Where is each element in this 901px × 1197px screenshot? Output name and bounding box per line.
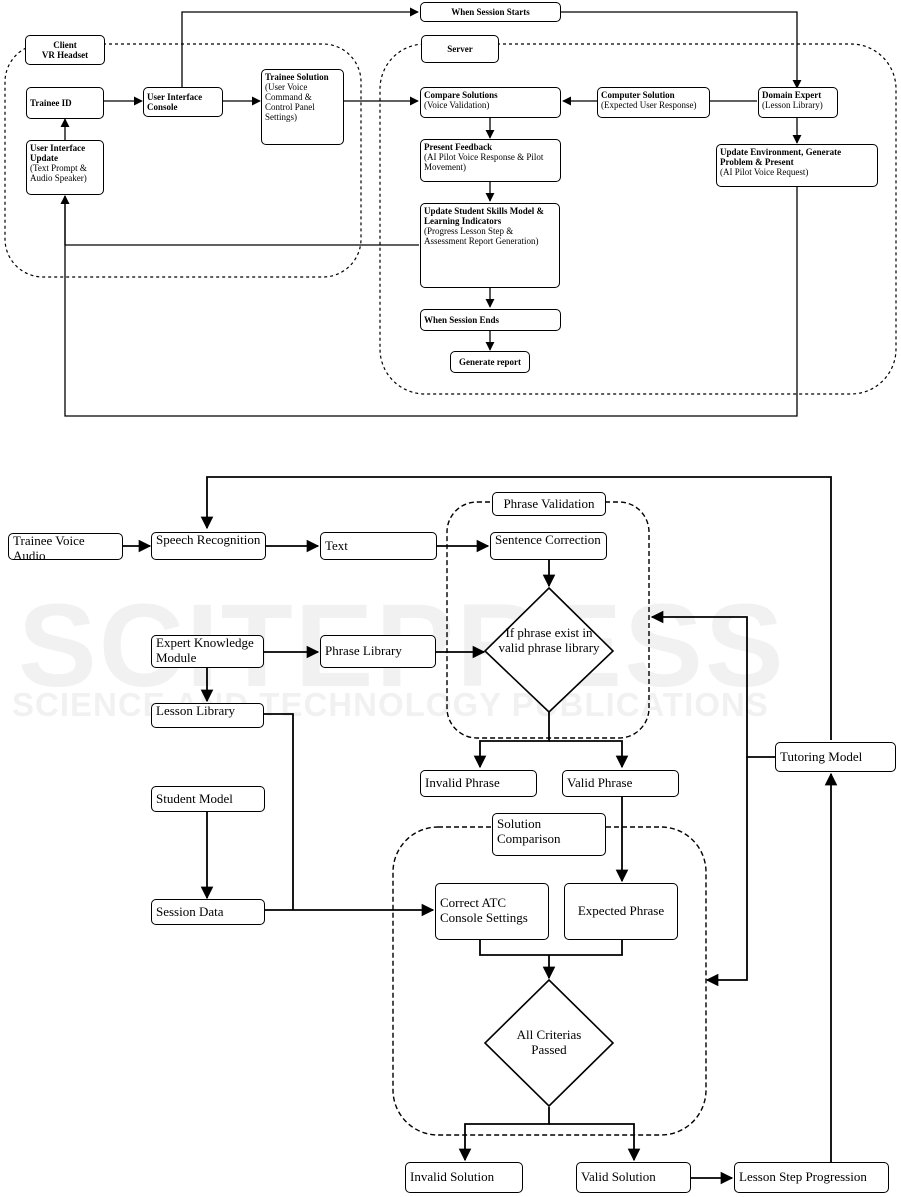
phrase-library-box: Phrase Library: [320, 635, 436, 668]
server-boundary: [379, 43, 897, 395]
solution-comparison-label: Solution Comparison: [497, 816, 561, 846]
session-data-label: Session Data: [156, 903, 224, 919]
lesson-library-box: Lesson Library: [151, 703, 264, 728]
session-ends-label: When Session Ends: [424, 314, 500, 325]
speech-recognition-label: Speech Recognition: [156, 532, 261, 547]
tutoring-model-box: Tutoring Model: [775, 742, 896, 772]
text-label: Text: [325, 537, 348, 553]
session-ends-box: When Session Ends: [420, 309, 561, 331]
solution-comparison-box: Solution Comparison: [492, 813, 606, 856]
student-model-box: Student Model: [151, 786, 265, 812]
ui-update-box: User Interface Update (Text Prompt & Aud…: [26, 140, 104, 195]
lesson-step-label: Lesson Step Progression: [739, 1169, 867, 1185]
correct-atc-box: Correct ATC Console Settings: [435, 883, 549, 940]
server-label: Server: [447, 43, 473, 54]
update-student-title: Update Student Skills Model & Learning I…: [424, 206, 545, 227]
invalid-solution-label: Invalid Solution: [410, 1169, 495, 1185]
ui-update-title: User Interface Update: [30, 143, 86, 164]
phrase-validation-boundary: [446, 501, 650, 739]
correct-atc-label: Correct ATC Console Settings: [440, 895, 528, 925]
phrase-validation-box: Phrase Validation: [492, 492, 606, 516]
update-environment-detail: (AI Pilot Voice Request): [720, 167, 809, 178]
expert-module-label: Expert Knowledge Module: [156, 635, 254, 665]
update-student-box: Update Student Skills Model & Learning I…: [420, 203, 560, 288]
phrase-exists-label: If phrase exist in valid phrase library: [498, 625, 600, 655]
compare-solutions-box: Compare Solutions (Voice Validation): [420, 87, 561, 118]
all-criterias-decision: [483, 978, 615, 1108]
invalid-phrase-label: Invalid Phrase: [425, 775, 500, 791]
present-feedback-detail: (AI Pilot Voice Response & Pilot Movemen…: [424, 152, 544, 173]
ui-console-label: User Interface Console: [147, 91, 203, 112]
invalid-solution-box: Invalid Solution: [405, 1162, 523, 1193]
trainee-solution-detail: (User Voice Command & Control Panel Sett…: [265, 82, 315, 123]
session-starts-label: When Session Starts: [451, 6, 530, 17]
session-starts-box: When Session Starts: [420, 2, 561, 22]
computer-solution-detail: (Expected User Response): [601, 100, 697, 111]
trainee-voice-box: Trainee Voice Audio: [8, 533, 123, 563]
invalid-phrase-box: Invalid Phrase: [420, 770, 537, 797]
all-criterias-label: All Criterias Passed: [516, 1027, 582, 1057]
session-data-box: Session Data: [151, 899, 265, 925]
domain-expert-title: Domain Expert: [762, 90, 822, 100]
client-label: Client: [53, 39, 77, 50]
computer-solution-box: Computer Solution (Expected User Respons…: [597, 87, 710, 118]
compare-solutions-title: Compare Solutions: [424, 90, 498, 100]
valid-solution-label: Valid Solution: [581, 1169, 656, 1185]
update-environment-box: Update Environment, Generate Problem & P…: [716, 144, 878, 187]
trainee-id-label: Trainee ID: [30, 97, 72, 108]
expected-phrase-box: Expected Phrase: [564, 883, 678, 940]
client-box: Client VR Headset: [25, 35, 105, 65]
expected-phrase-label: Expected Phrase: [577, 903, 665, 919]
vr-headset-label: VR Headset: [41, 50, 89, 60]
server-box: Server: [421, 35, 499, 63]
trainee-solution-box: Trainee Solution (User Voice Command & C…: [261, 69, 344, 145]
lesson-library-label: Lesson Library: [156, 703, 236, 718]
speech-recognition-box: Speech Recognition: [151, 532, 266, 560]
domain-expert-detail: (Lesson Library): [762, 100, 823, 111]
sentence-correction-label: Sentence Correction: [495, 532, 601, 547]
present-feedback-box: Present Feedback (AI Pilot Voice Respons…: [420, 139, 561, 182]
ui-console-box: User Interface Console: [143, 87, 223, 117]
valid-phrase-box: Valid Phrase: [562, 770, 679, 797]
ui-update-detail: (Text Prompt & Audio Speaker): [30, 163, 87, 184]
tutoring-model-label: Tutoring Model: [780, 748, 863, 764]
update-environment-title: Update Environment, Generate Problem & P…: [720, 147, 842, 168]
phrase-library-label: Phrase Library: [325, 643, 402, 659]
update-student-detail: (Progress Lesson Step & Assessment Repor…: [424, 226, 539, 247]
expert-module-box: Expert Knowledge Module: [151, 635, 264, 668]
sentence-correction-box: Sentence Correction: [490, 532, 607, 560]
trainee-voice-label: Trainee Voice Audio: [13, 533, 85, 563]
trainee-id-box: Trainee ID: [26, 87, 104, 119]
present-feedback-title: Present Feedback: [424, 142, 493, 152]
watermark-subtext: SCIENCE AND TECHNOLOGY PUBLICATIONS: [12, 686, 769, 723]
student-model-label: Student Model: [156, 790, 233, 806]
valid-phrase-label: Valid Phrase: [567, 775, 633, 791]
generate-report-label: Generate report: [458, 356, 522, 367]
phrase-validation-label: Phrase Validation: [503, 495, 595, 511]
valid-solution-box: Valid Solution: [576, 1162, 691, 1193]
client-boundary: [4, 43, 362, 278]
lesson-step-box: Lesson Step Progression: [734, 1162, 889, 1193]
phrase-exists-decision: [483, 586, 615, 714]
domain-expert-box: Domain Expert (Lesson Library): [758, 87, 838, 118]
trainee-solution-title: Trainee Solution: [265, 72, 329, 82]
text-box: Text: [320, 532, 437, 560]
compare-solutions-detail: (Voice Validation): [424, 100, 490, 111]
computer-solution-title: Computer Solution: [601, 90, 675, 100]
generate-report-box: Generate report: [450, 351, 530, 373]
